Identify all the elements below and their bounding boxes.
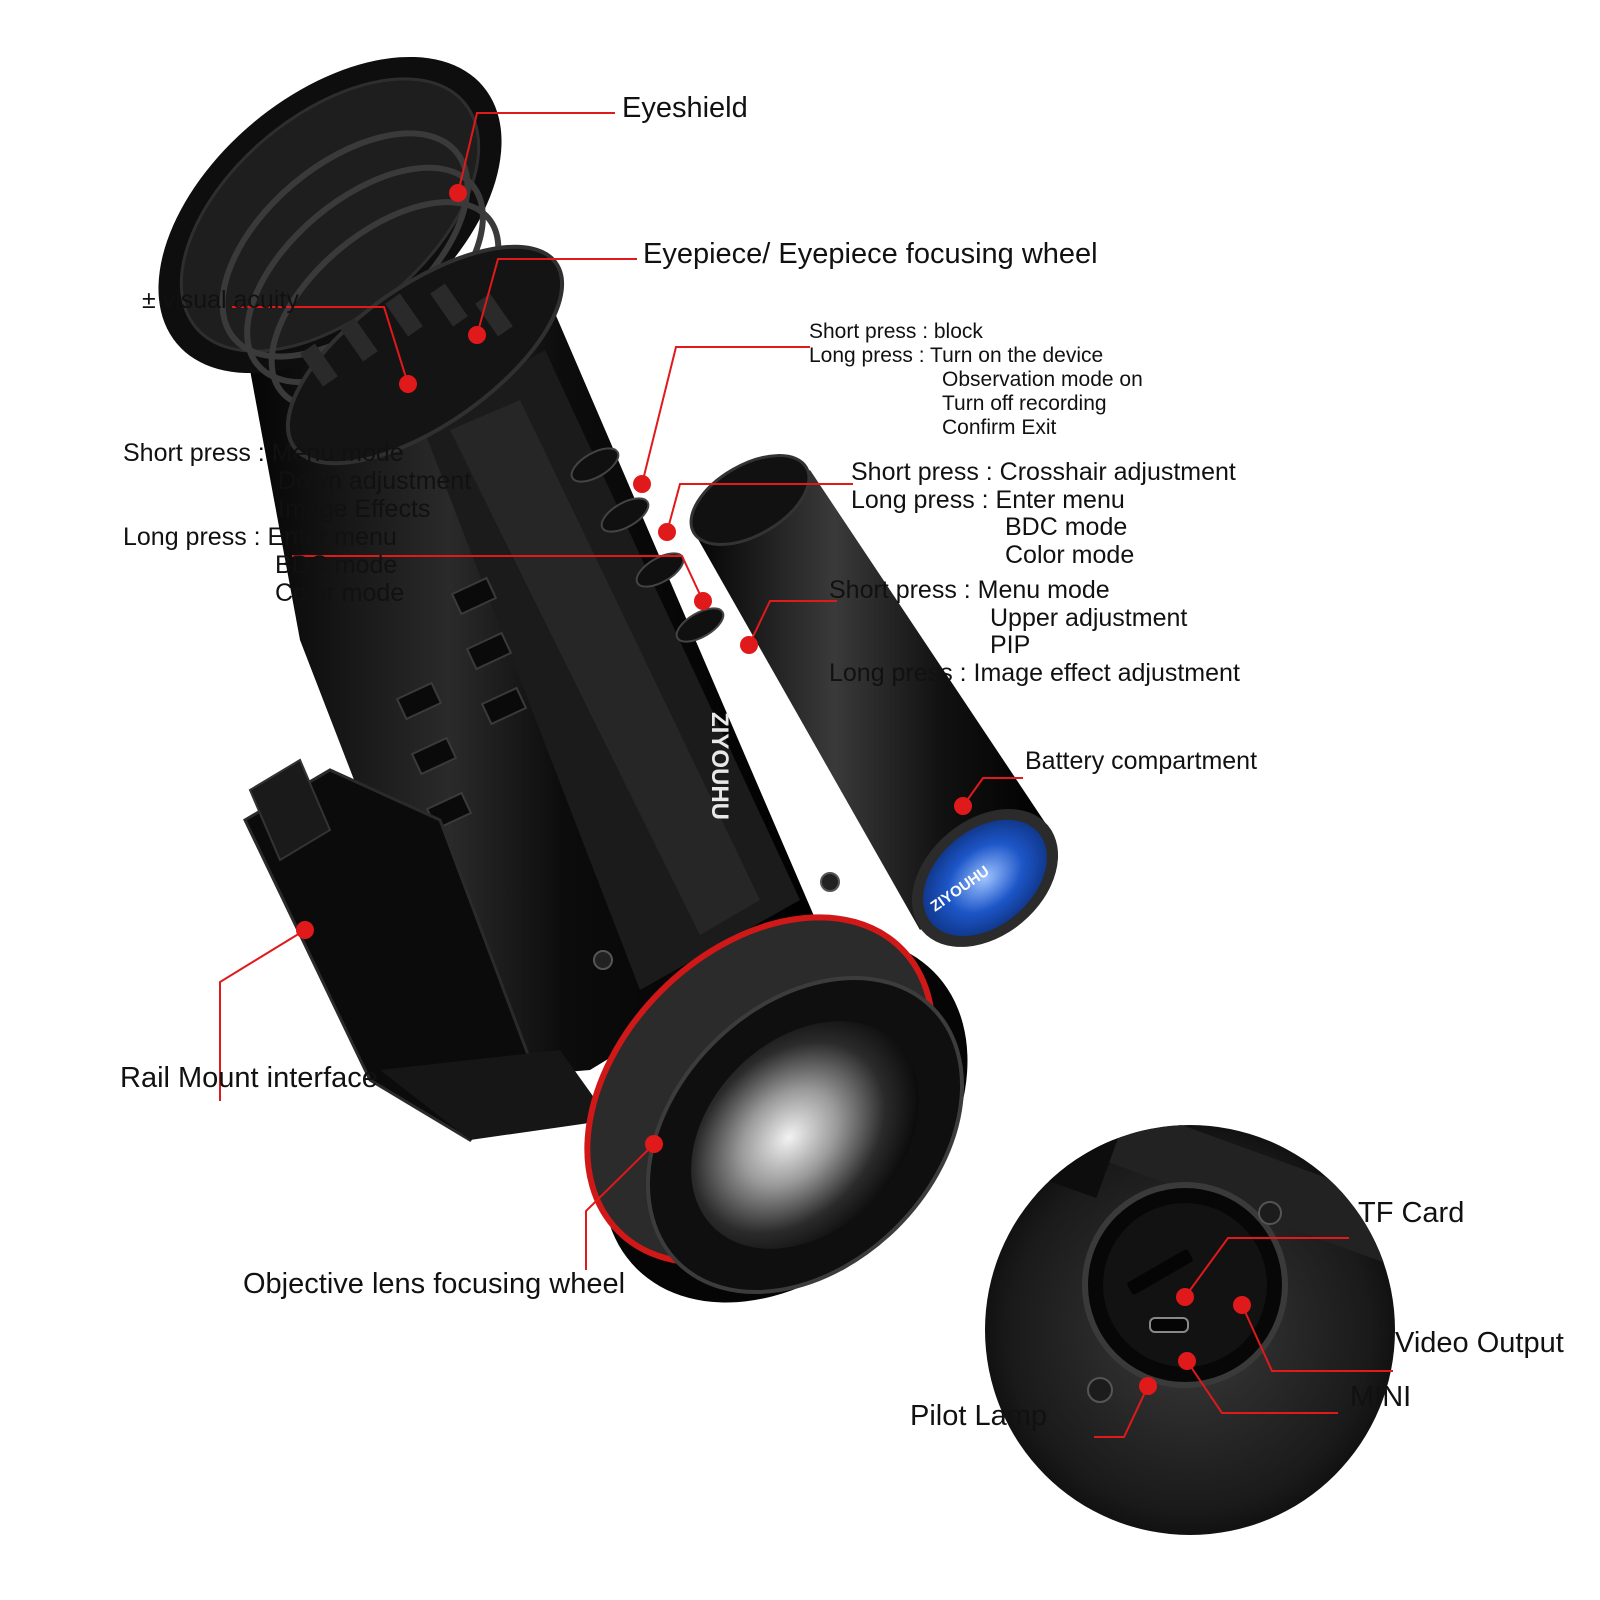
leader-line-pilot	[1094, 1385, 1149, 1438]
rail-mount	[243, 758, 610, 1142]
label-objective: Objective lens focusing wheel	[243, 1268, 626, 1300]
label-power-long-item: Observation mode on	[942, 368, 1143, 391]
label-rail-mount: Rail Mount interface	[120, 1062, 378, 1094]
callout-dot-crosshair	[658, 523, 676, 541]
callout-dot-menu	[740, 636, 758, 654]
callout-dot-pilot	[1139, 1377, 1157, 1395]
label-pilot-lamp: Pilot Lamp	[910, 1400, 1048, 1432]
scope-body: ZIYOUHU	[250, 290, 840, 1080]
label-battery: Battery compartment	[1025, 747, 1258, 775]
label-power-long-item: Confirm Exit	[942, 416, 1057, 439]
leader-line-acuity	[232, 306, 409, 385]
label-left-long-item: BDC mode	[275, 551, 398, 579]
label-left-long-item: Color mode	[275, 579, 405, 607]
label-eyeshield: Eyeshield	[622, 92, 748, 124]
leader-line-battery	[962, 777, 1023, 807]
label-power-short: Short press : block	[809, 320, 983, 343]
label-menu-short-item: PIP	[990, 631, 1031, 659]
battery-cap	[923, 819, 1047, 937]
leader-line-menu	[748, 600, 837, 646]
label-crosshair-short: Short press : Crosshair adjustment	[851, 458, 1236, 486]
label-crosshair-long-item: BDC mode	[1005, 513, 1128, 541]
leader-line-tf-card	[1184, 1237, 1349, 1298]
callout-dot-acuity	[399, 375, 417, 393]
leader-lines	[219, 112, 1393, 1438]
leader-line-eyeshield	[457, 112, 615, 194]
label-left-short-item: Down adjustment	[278, 467, 472, 495]
leader-line-rail	[219, 929, 306, 1101]
leader-line-power	[641, 346, 810, 485]
label-left-short: Short press : Menu mode	[123, 439, 404, 467]
label-menu-long: Long press : Image effect adjustment	[829, 659, 1240, 687]
callout-dot-tf-card	[1176, 1288, 1194, 1306]
callout-dot-eyeshield	[449, 184, 467, 202]
label-visual-acuity: ± visual acuity	[142, 286, 299, 314]
callout-dot-battery	[954, 797, 972, 815]
leader-line-mini	[1186, 1360, 1338, 1414]
callout-dot-eyepiece	[468, 326, 486, 344]
callout-dot-objective	[645, 1135, 663, 1153]
label-power-long-item: Turn off recording	[942, 392, 1107, 415]
eyepiece-ring	[285, 244, 565, 466]
label-menu-short-item: Upper adjustment	[990, 604, 1188, 632]
callout-dot-mini	[1178, 1352, 1196, 1370]
label-crosshair-long: Long press : Enter menu	[851, 486, 1125, 514]
callout-dot-left	[694, 592, 712, 610]
battery-tube: ZIYOUHU	[689, 454, 1059, 947]
leader-line-objective	[585, 1143, 655, 1270]
label-left-long: Long press : Enter menu	[123, 523, 397, 551]
label-video-output: Video Output	[1395, 1327, 1564, 1359]
label-tf-card: TF Card	[1358, 1197, 1465, 1229]
label-eyepiece: Eyepiece/ Eyepiece focusing wheel	[643, 238, 1098, 270]
leader-line-eyepiece	[476, 258, 637, 336]
leader-line-left	[292, 555, 704, 602]
label-power-long: Long press : Turn on the device	[809, 344, 1104, 367]
label-menu-short: Short press : Menu mode	[829, 576, 1110, 604]
label-crosshair-long-item: Color mode	[1005, 541, 1135, 569]
callout-dot-video	[1233, 1296, 1251, 1314]
leader-line-video	[1241, 1304, 1393, 1372]
callout-dot-rail	[296, 921, 314, 939]
label-left-short-item: Image Effects	[278, 495, 431, 523]
leader-line-crosshair	[666, 483, 853, 533]
body-brand-text: ZIYOUHU	[706, 712, 733, 820]
objective-barrel	[584, 914, 968, 1303]
callout-dot-power	[633, 475, 651, 493]
port-closeup	[985, 1125, 1395, 1535]
label-mini: MINI	[1350, 1381, 1412, 1413]
